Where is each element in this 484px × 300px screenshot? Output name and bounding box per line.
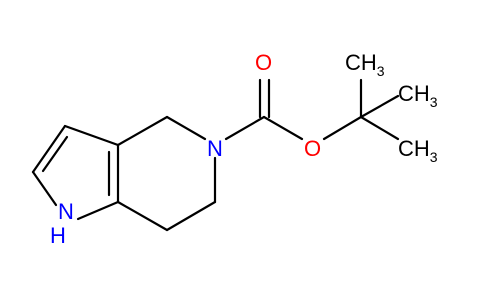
bond-oester-cquat (322, 115, 363, 141)
bond-c4-n5 (165, 115, 207, 141)
methyl-right-ch: CH (398, 81, 430, 106)
atom-label-o-ester: O (304, 136, 321, 161)
bond-cquat-methyl-bottom (359, 115, 400, 141)
methyl-label-right: CH3 (398, 81, 438, 110)
atom-label-o-carbonyl: O (255, 50, 272, 75)
bond-c3-c3a (63, 124, 120, 147)
atom-label-h1: H (50, 223, 66, 248)
bond-n1-c2 (31, 170, 58, 207)
bond-c7a-n1 (76, 200, 120, 221)
bond-n5-ccarbonyl (224, 115, 266, 141)
atom-label-n5: N (207, 136, 223, 161)
bond-c2-c3-inner (41, 135, 69, 173)
atom-label-n1: N (58, 199, 74, 224)
methyl-bottom-ch: CH (398, 136, 430, 161)
bond-c6-c7 (165, 200, 217, 232)
methyl-top-subscript: 3 (377, 63, 385, 79)
bond-ccarbonyl-oester (262, 115, 304, 141)
methyl-right-subscript: 3 (430, 94, 438, 110)
methyl-top-ch: CH (345, 50, 377, 75)
methyl-label-bottom: CH3 (398, 136, 438, 165)
bond-c7-c7a (116, 200, 169, 232)
bond-c2-c3-outer (31, 124, 67, 174)
bond-cquat-methyl-right (359, 94, 400, 119)
methyl-label-top: CH3 (345, 50, 385, 79)
methyl-bottom-subscript: 3 (430, 149, 438, 165)
bond-c3a-c4 (116, 115, 169, 147)
